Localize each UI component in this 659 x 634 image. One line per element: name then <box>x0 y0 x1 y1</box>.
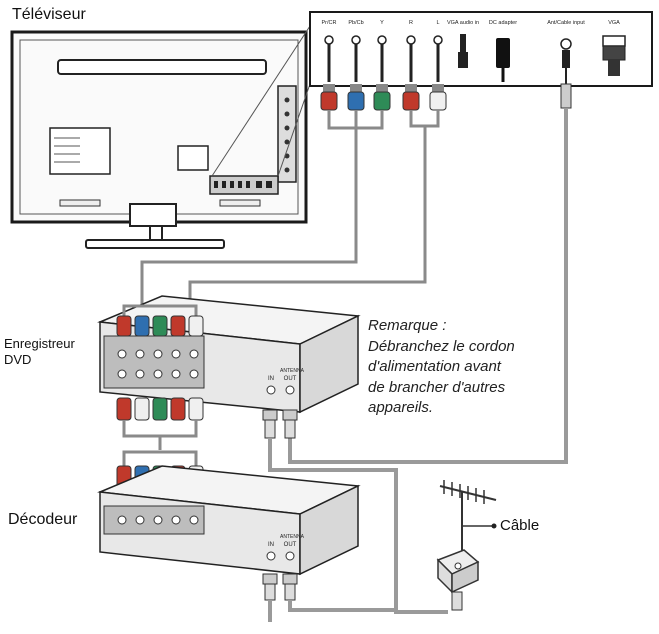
tv-connector-panel: Pr/CR Pb/Cb Y R L VGA audio in DC adapte… <box>309 11 653 87</box>
note-text: Remarque : Débranchez le cordon d'alimen… <box>368 316 568 419</box>
note-line-5: appareils. <box>368 399 434 416</box>
dvd-antenna-caption: ANTENNA <box>280 368 305 374</box>
decoder-in-caption: IN <box>268 542 274 548</box>
dvd-out-caption: OUT <box>284 376 297 382</box>
note-line-4: de brancher d'autres <box>368 378 506 396</box>
port-caption-vga-audio: VGA audio in <box>447 20 479 26</box>
port-caption-r: R <box>409 20 413 26</box>
cable-label: Câble <box>500 517 540 534</box>
port-caption-ant: Ant/Cable input <box>547 20 585 26</box>
dvd-label-line2: DVD <box>4 352 32 367</box>
dvd-antenna-cables <box>262 409 448 614</box>
note-line-1: Remarque : <box>368 317 447 334</box>
decoder-antenna-caption: ANTENNA <box>280 534 305 540</box>
port-caption-pr: Pr/CR <box>322 20 337 26</box>
note-line-2: Débranchez le cordon <box>368 337 515 355</box>
dvd-recorder: ANTENNA IN OUT <box>97 295 361 414</box>
antenna-cable-tv <box>288 83 572 464</box>
decoder-label: Décodeur <box>8 511 78 528</box>
dvd-recorder-label: Enregistreur DVD <box>4 336 114 368</box>
port-caption-pb: Pb/Cb <box>348 20 363 26</box>
decoder-antenna-cables <box>262 573 396 622</box>
decoder-out-caption: OUT <box>284 542 297 548</box>
dvd-output-plugs <box>116 397 204 450</box>
antenna-icon <box>439 480 497 554</box>
note-line-3: d'alimentation avant <box>368 358 501 375</box>
dvd-input-plugs <box>116 304 204 337</box>
dvd-in-caption: IN <box>268 376 274 382</box>
wall-outlet <box>436 549 480 611</box>
port-caption-vga: VGA <box>608 20 620 26</box>
tv-rear-view <box>10 25 311 249</box>
port-caption-y: Y <box>380 20 384 26</box>
decoder: ANTENNA IN OUT <box>97 450 361 576</box>
dvd-label-line1: Enregistreur <box>4 336 75 351</box>
port-caption-l: L <box>436 20 439 26</box>
port-caption-dc: DC adapter <box>489 20 517 26</box>
tv-label: Téléviseur <box>12 6 86 23</box>
